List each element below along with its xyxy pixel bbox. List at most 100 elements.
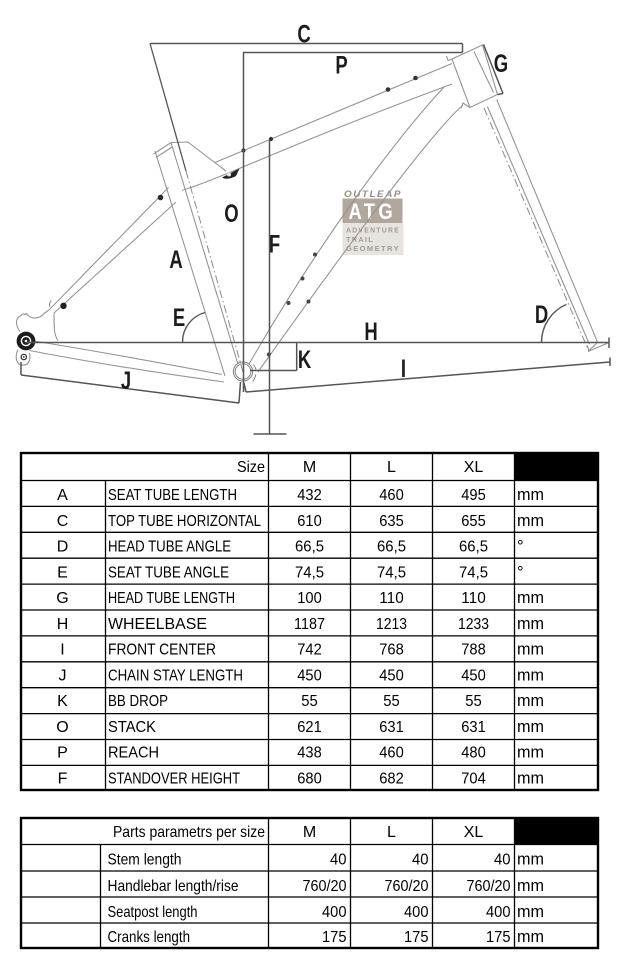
svg-text:1213: 1213 (376, 616, 407, 633)
svg-text:P: P (335, 51, 347, 79)
svg-text:mm: mm (517, 769, 544, 787)
svg-text:704: 704 (461, 770, 486, 787)
svg-text:°: ° (517, 538, 524, 556)
svg-text:TOP TUBE HORIZONTAL: TOP TUBE HORIZONTAL (108, 513, 261, 530)
svg-text:F: F (269, 230, 280, 258)
svg-text:D: D (535, 300, 548, 328)
svg-text:760/20: 760/20 (303, 878, 347, 895)
svg-text:1233: 1233 (458, 616, 489, 633)
svg-text:L: L (387, 824, 396, 841)
svg-text:G: G (56, 590, 68, 607)
svg-text:L: L (387, 459, 396, 476)
svg-text:I: I (401, 354, 406, 382)
svg-text:460: 460 (379, 745, 404, 762)
svg-text:GEOMETRY: GEOMETRY (346, 244, 400, 253)
svg-text:110: 110 (379, 590, 404, 607)
svg-text:Size: Size (237, 459, 265, 476)
svg-text:O: O (224, 199, 238, 227)
svg-text:ADVENTURE: ADVENTURE (346, 226, 400, 235)
svg-text:J: J (121, 366, 131, 394)
svg-text:G: G (494, 49, 508, 77)
svg-text:Seatpost length: Seatpost length (108, 904, 198, 921)
svg-text:432: 432 (297, 487, 322, 504)
svg-text:FRONT CENTER: FRONT CENTER (108, 642, 216, 659)
svg-text:450: 450 (297, 667, 322, 684)
svg-text:CHAIN STAY LENGTH: CHAIN STAY LENGTH (108, 667, 243, 684)
svg-text:WHEELBASE: WHEELBASE (108, 616, 207, 633)
svg-text:66,5: 66,5 (459, 539, 488, 556)
svg-text:HEAD TUBE ANGLE: HEAD TUBE ANGLE (108, 539, 231, 556)
svg-text:mm: mm (517, 486, 544, 504)
svg-text:400: 400 (322, 904, 347, 921)
svg-text:438: 438 (297, 745, 322, 762)
svg-text:66,5: 66,5 (295, 539, 324, 556)
svg-text:100: 100 (297, 590, 322, 607)
svg-text:mm: mm (517, 692, 544, 710)
svg-text:A: A (57, 487, 68, 504)
svg-text:E: E (173, 303, 185, 331)
svg-text:mm: mm (517, 851, 544, 869)
svg-text:°: ° (517, 563, 524, 581)
svg-text:631: 631 (379, 719, 404, 736)
svg-text:K: K (298, 345, 311, 373)
svg-text:TRAIL: TRAIL (346, 235, 374, 244)
svg-text:SEAT TUBE ANGLE: SEAT TUBE ANGLE (108, 564, 229, 581)
svg-text:mm: mm (517, 615, 544, 633)
svg-text:610: 610 (297, 513, 322, 530)
svg-text:STANDOVER HEIGHT: STANDOVER HEIGHT (108, 770, 240, 787)
svg-text:40: 40 (330, 852, 347, 869)
svg-text:STACK: STACK (108, 719, 156, 736)
svg-text:Parts parametrs per size: Parts parametrs per size (113, 824, 265, 841)
svg-text:55: 55 (301, 693, 318, 710)
svg-text:BB DROP: BB DROP (108, 693, 168, 710)
svg-text:Handlebar length/rise: Handlebar length/rise (108, 878, 239, 895)
svg-text:74,5: 74,5 (377, 564, 406, 581)
svg-text:760/20: 760/20 (385, 878, 429, 895)
svg-text:REACH: REACH (108, 745, 159, 762)
svg-text:655: 655 (461, 513, 486, 530)
svg-text:XL: XL (464, 459, 484, 476)
svg-text:Cranks length: Cranks length (108, 929, 191, 946)
svg-text:1187: 1187 (294, 616, 325, 633)
svg-text:H: H (57, 616, 69, 633)
svg-text:55: 55 (465, 693, 482, 710)
svg-text:Stem length: Stem length (108, 852, 182, 869)
svg-text:ATG: ATG (349, 199, 397, 224)
svg-text:H: H (364, 317, 377, 345)
svg-text:D: D (57, 539, 69, 556)
svg-text:mm: mm (517, 744, 544, 762)
svg-text:M: M (303, 459, 316, 476)
svg-text:mm: mm (517, 512, 544, 530)
svg-text:682: 682 (379, 770, 404, 787)
svg-text:M: M (303, 824, 316, 841)
svg-text:450: 450 (379, 667, 404, 684)
svg-text:74,5: 74,5 (295, 564, 324, 581)
svg-text:mm: mm (517, 666, 544, 684)
svg-text:175: 175 (322, 929, 347, 946)
svg-text:400: 400 (404, 904, 429, 921)
svg-text:631: 631 (461, 719, 486, 736)
svg-text:621: 621 (297, 719, 322, 736)
svg-text:175: 175 (486, 929, 511, 946)
svg-text:mm: mm (517, 641, 544, 659)
svg-text:74,5: 74,5 (459, 564, 488, 581)
svg-text:480: 480 (461, 745, 486, 762)
svg-text:A: A (169, 245, 182, 273)
svg-text:635: 635 (379, 513, 404, 530)
svg-text:495: 495 (461, 487, 486, 504)
svg-text:K: K (57, 693, 68, 710)
svg-text:C: C (57, 513, 69, 530)
svg-text:400: 400 (486, 904, 511, 921)
svg-text:66,5: 66,5 (377, 539, 406, 556)
svg-text:mm: mm (517, 903, 544, 921)
svg-text:P: P (57, 745, 68, 762)
svg-text:HEAD TUBE LENGTH: HEAD TUBE LENGTH (108, 590, 235, 607)
svg-text:mm: mm (517, 928, 544, 946)
svg-text:J: J (59, 667, 67, 684)
svg-text:E: E (57, 564, 68, 581)
svg-text:40: 40 (494, 852, 511, 869)
svg-text:mm: mm (517, 877, 544, 895)
svg-text:768: 768 (379, 642, 404, 659)
svg-text:55: 55 (383, 693, 400, 710)
svg-text:760/20: 760/20 (467, 878, 511, 895)
